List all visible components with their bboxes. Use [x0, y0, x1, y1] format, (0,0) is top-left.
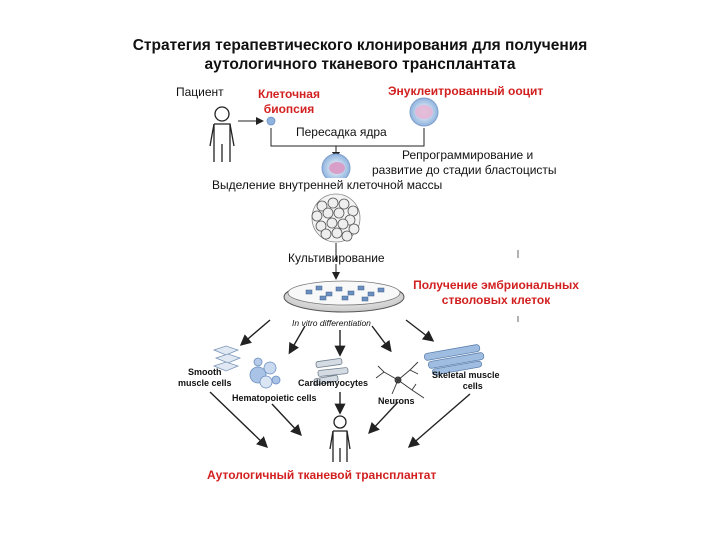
- neurons-icon: [375, 361, 425, 399]
- cardiomyocytes-icon: [313, 358, 349, 386]
- transplant-label: Аутологичный тканевой трансплантат: [207, 468, 437, 482]
- skeletal-muscle-label: Skeletal muscle cells: [432, 370, 500, 392]
- reprogramming-line-2: развитие до стадии бластоцисты: [372, 163, 557, 177]
- recipient-figure: [329, 415, 351, 462]
- title-line-2: аутологичного тканевого трансплантата: [204, 56, 516, 73]
- inner-cell-mass-cluster: [311, 193, 361, 243]
- esc-label: Получение эмбриональных стволовых клеток: [398, 278, 594, 308]
- biopsy-label-line-2: биопсия: [263, 102, 315, 116]
- cardiomyocytes-label: Cardiomyocytes: [298, 378, 369, 388]
- reconstructed-cell: [321, 153, 351, 183]
- neurons-label: Neurons: [378, 396, 415, 406]
- title-line-1: Стратегия терапевтического клонирования …: [132, 37, 588, 54]
- esc-label-line-1: Получение эмбриональных: [413, 278, 579, 292]
- skeletal-muscle-line-2: cells: [462, 381, 483, 391]
- icm-label: Выделение внутренней клеточной массы: [212, 178, 443, 192]
- oocyte-label: Энуклеитрованный ооцит: [388, 84, 544, 98]
- nuclear-transfer-label: Пересадка ядра: [296, 125, 387, 139]
- patient-figure: [209, 106, 235, 162]
- hematopoietic-label: Hematopoietic cells: [232, 393, 317, 403]
- biopsy-cell: [266, 116, 276, 126]
- nuclear-transfer-bracket: [270, 128, 425, 147]
- smooth-muscle-icon: [212, 345, 242, 372]
- esc-label-line-2: стволовых клеток: [441, 293, 551, 307]
- petri-dish: [283, 280, 405, 313]
- reprogramming-line-1: Репрограммирование и: [402, 148, 534, 162]
- culturing-label: Культивирование: [288, 251, 385, 265]
- hematopoietic-icon: [249, 357, 281, 389]
- skeletal-muscle-icon: [423, 344, 485, 376]
- in-vitro-label: In vitro differentiation: [292, 318, 371, 328]
- smooth-muscle-line-1: Smooth: [188, 367, 222, 377]
- smooth-muscle-label: Smooth muscle cells: [178, 367, 232, 389]
- smooth-muscle-line-2: muscle cells: [178, 378, 232, 388]
- patient-label: Пациент: [176, 85, 224, 99]
- oocyte: [409, 97, 439, 127]
- skeletal-muscle-line-1: Skeletal muscle: [432, 370, 500, 380]
- diagram-title: Стратегия терапевтического клонирования …: [0, 36, 720, 74]
- transplant-arrows: [209, 391, 471, 448]
- biopsy-label-line-1: Клеточная: [258, 87, 320, 101]
- differentiation-arrows: [239, 319, 435, 357]
- biopsy-label: Клеточная биопсия: [254, 87, 324, 117]
- reprogramming-label: Репрограммирование и развитие до стадии …: [372, 148, 557, 178]
